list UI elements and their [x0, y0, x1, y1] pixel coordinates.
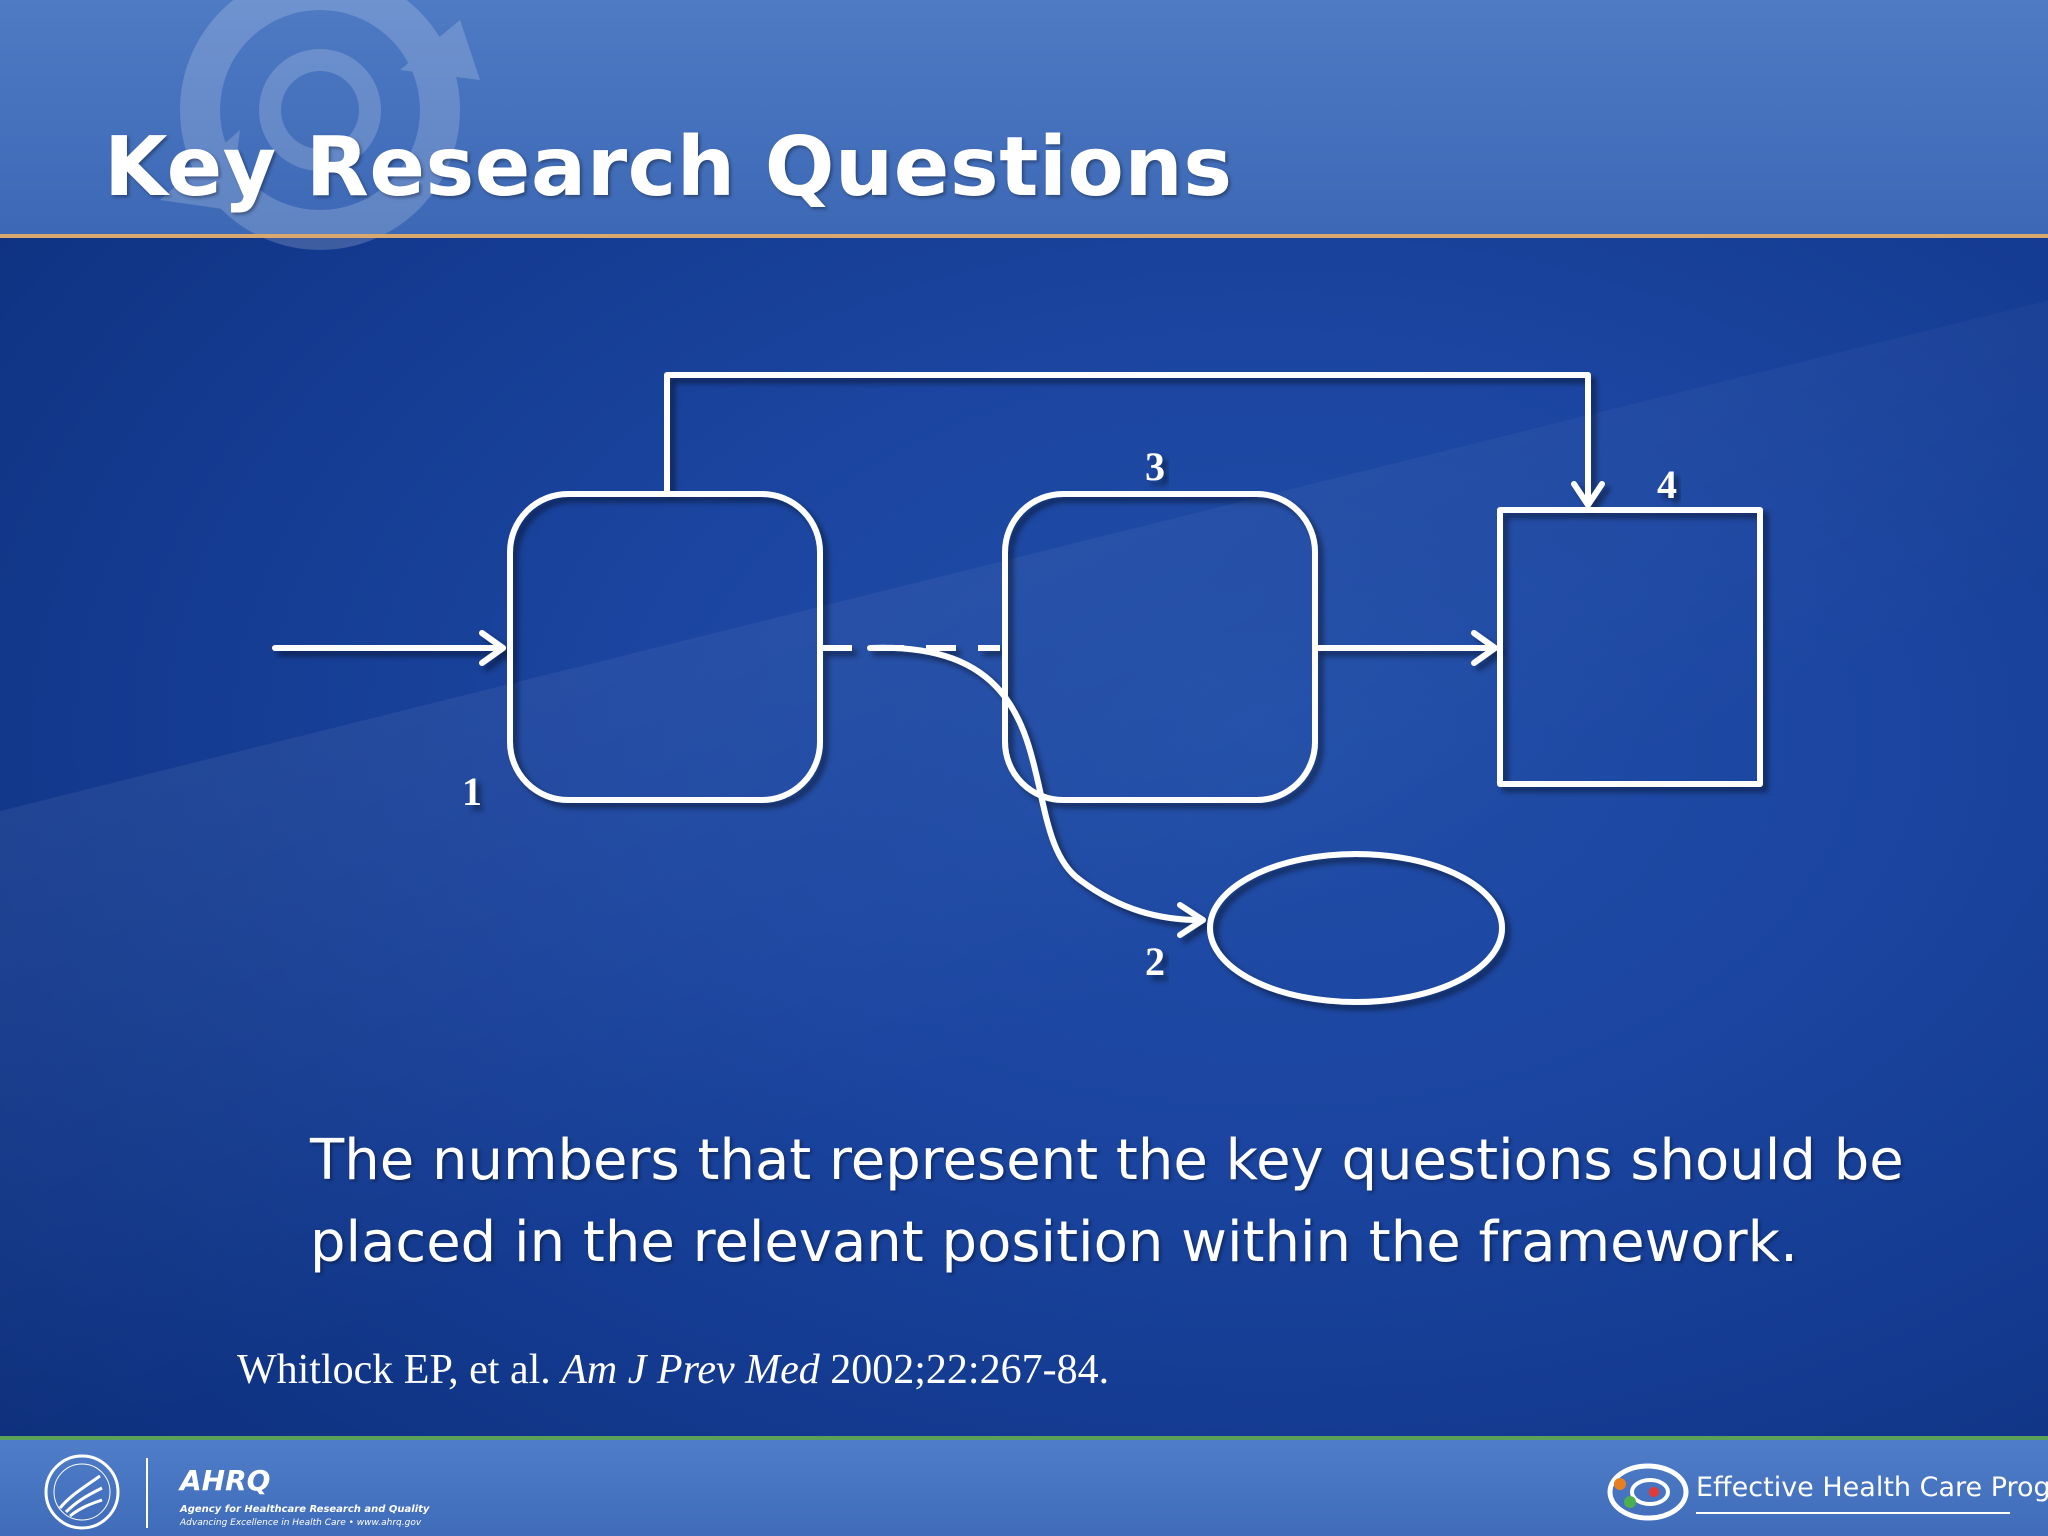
kq-label-3: 3	[1145, 444, 1165, 489]
citation-authors: Whitlock EP, et al.	[237, 1347, 562, 1393]
ehc-swirl-icon	[1607, 1463, 1689, 1521]
ahrq-tagline-1: Agency for Healthcare Research and Quali…	[180, 1504, 430, 1515]
citation: Whitlock EP, et al. Am J Prev Med 2002;2…	[237, 1346, 1109, 1394]
framework-box-3	[1002, 491, 1318, 803]
kq-label-4: 4	[1657, 462, 1677, 507]
footer-bar: AHRQ Agency for Healthcare Research and …	[0, 1436, 2048, 1536]
caption-line-1: The numbers that represent the key quest…	[310, 1128, 1904, 1193]
curved-arrow-to-oval	[867, 644, 1203, 923]
kq-label-2: 2	[1145, 939, 1165, 984]
overarching-arrow	[664, 372, 1591, 508]
citation-journal: Am J Prev Med	[561, 1347, 820, 1393]
title-divider	[0, 234, 2048, 238]
box3-to-box4-arrowhead	[1471, 630, 1498, 666]
slide-title: Key Research Questions	[104, 120, 1233, 215]
swirl-watermark-icon	[160, 0, 480, 250]
title-bar: Key Research Questions	[0, 0, 2048, 250]
framework-box-4	[1497, 507, 1763, 787]
program-name: Effective Health Care Program	[1696, 1472, 2048, 1503]
curved-arrowhead	[1177, 902, 1206, 938]
ahrq-name: AHRQ	[180, 1464, 271, 1497]
citation-volume: 2002;22:267-84.	[819, 1347, 1110, 1393]
framework-oval	[1207, 851, 1505, 1005]
divider-icon	[146, 1458, 148, 1528]
hhs-seal-icon	[44, 1454, 120, 1530]
ahrq-tagline-2: Advancing Excellence in Health Care • ww…	[180, 1518, 422, 1528]
framework-box-1	[507, 491, 823, 803]
caption-line-2: placed in the relevant position within t…	[310, 1210, 1798, 1275]
effective-health-care-logo: Effective Health Care Program	[1600, 1454, 2048, 1530]
analytic-framework-diagram: 1 2 3 4	[272, 372, 1763, 1005]
overarching-arrowhead	[1571, 481, 1605, 508]
kq-label-1: 1	[462, 769, 482, 814]
ahrq-logo: AHRQ Agency for Healthcare Research and …	[40, 1450, 429, 1534]
entry-arrowhead	[479, 630, 506, 666]
program-underline	[1696, 1512, 2010, 1514]
caption-text: The numbers that represent the key quest…	[310, 1120, 2010, 1284]
